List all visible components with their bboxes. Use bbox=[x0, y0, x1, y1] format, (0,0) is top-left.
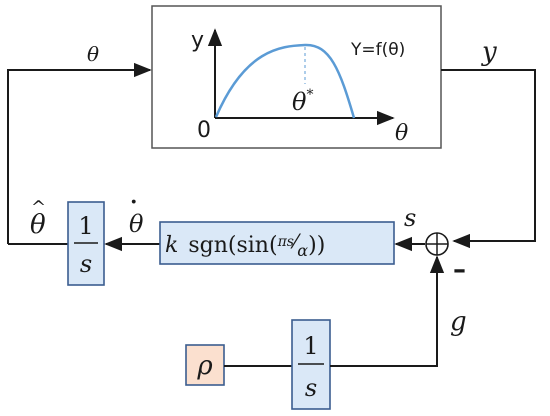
switching-function-label: k sgn(sin(πs⁄α)) bbox=[165, 229, 325, 260]
integrator-bottom-numerator: 1 bbox=[303, 332, 318, 360]
rho-block bbox=[185, 344, 225, 386]
plant-origin-label: 0 bbox=[197, 118, 211, 143]
plant-x-axis-label: θ bbox=[395, 121, 408, 146]
plant-curve bbox=[214, 43, 356, 119]
output-wire bbox=[441, 69, 536, 249]
minus-sign: – bbox=[453, 255, 466, 285]
integrator-bottom-denominator: s bbox=[305, 374, 317, 402]
g-label: g bbox=[450, 307, 467, 337]
optimum-label: θ* bbox=[292, 87, 313, 116]
switching-block bbox=[159, 221, 395, 265]
theta-hat-accent: ^ bbox=[31, 197, 46, 218]
theta-input-label: θ bbox=[87, 42, 99, 66]
s-label: s bbox=[404, 204, 416, 232]
integrator-top-numerator: 1 bbox=[78, 212, 93, 240]
rho-label: ρ bbox=[196, 351, 213, 381]
y-output-label: y bbox=[481, 37, 497, 67]
theta-hat-label: θ bbox=[30, 210, 46, 240]
g-wire bbox=[346, 255, 445, 367]
plant-y-axis-label: y bbox=[191, 28, 204, 53]
input-wire bbox=[7, 62, 152, 244]
theta-dot-accent: · bbox=[129, 185, 139, 220]
theta-dot-label: θ bbox=[129, 210, 144, 238]
plant-function-label: Y=f(θ) bbox=[350, 40, 405, 60]
integrator-top-denominator: s bbox=[80, 250, 92, 278]
